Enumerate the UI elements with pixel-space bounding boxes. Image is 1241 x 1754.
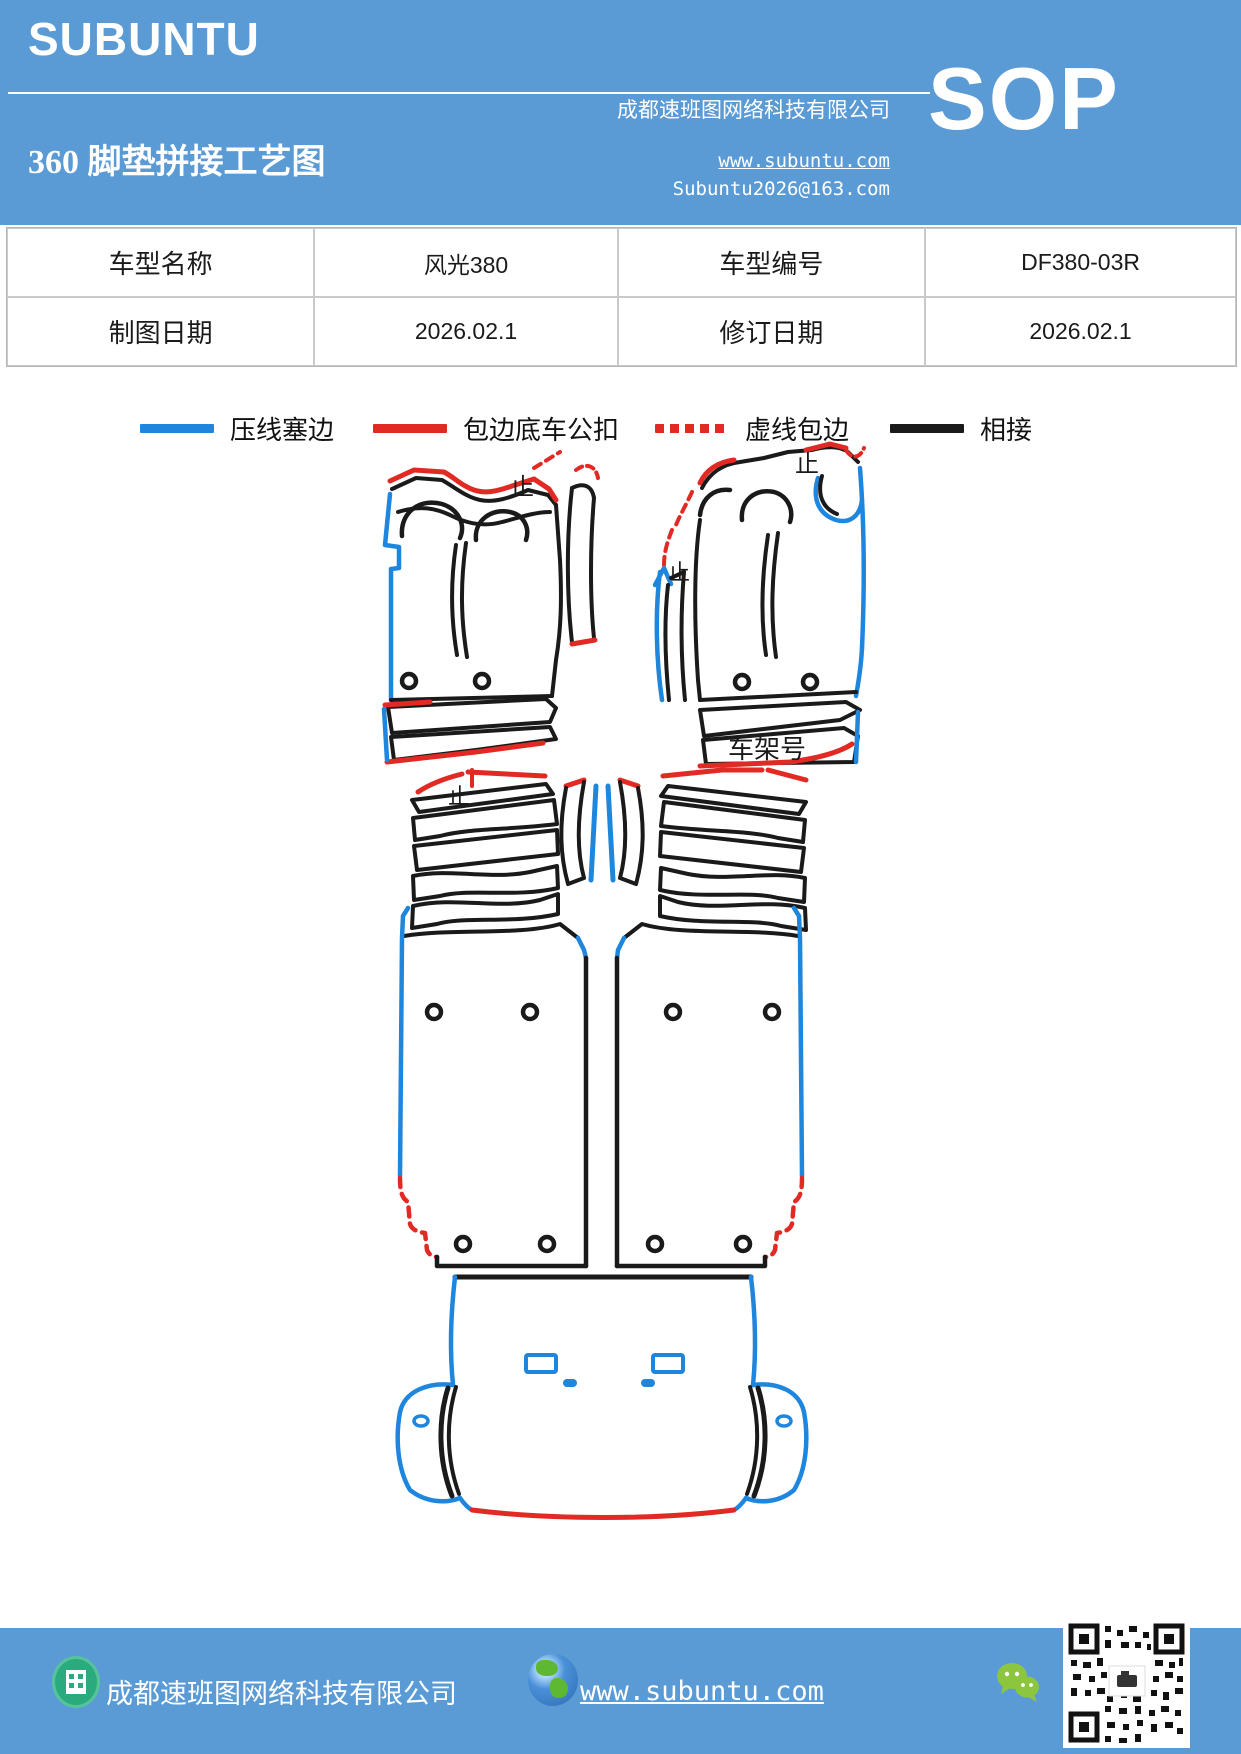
line-type-legend: 压线塞边 包边底车公扣 虚线包边 相接 bbox=[0, 408, 1241, 448]
vehicle-info-table: 车型名称 风光380 车型编号 DF380-03R 制图日期 2026.02.1… bbox=[6, 227, 1237, 367]
globe-icon bbox=[528, 1654, 578, 1706]
stop-mark-2: 止 bbox=[795, 451, 819, 478]
table-cell-revision-date-label: 修订日期 bbox=[617, 297, 926, 366]
header-website-link[interactable]: www.subuntu.com bbox=[718, 150, 890, 172]
front-right-mat: 止 止 车架号 bbox=[652, 441, 866, 769]
legend-label: 虚线包边 bbox=[745, 415, 850, 445]
frame-number-label: 车架号 bbox=[728, 735, 806, 764]
stop-mark-4: 止 bbox=[448, 784, 470, 809]
footer: 成都速班图网络科技有限公司 www.subuntu.com bbox=[0, 1618, 1241, 1754]
header-divider bbox=[8, 92, 930, 94]
blue-line-swatch bbox=[140, 423, 214, 433]
rear-mat-top-strips: 止 bbox=[410, 767, 809, 932]
table-cell-model-name-value: 风光380 bbox=[314, 228, 618, 297]
legend-label: 压线塞边 bbox=[230, 415, 335, 445]
red-dotted-line-swatch bbox=[655, 423, 729, 433]
black-line-swatch bbox=[890, 423, 964, 433]
brand-logo: SUBUNTU bbox=[28, 13, 260, 65]
header: SUBUNTU 360 脚垫拼接工艺图 成都速班图网络科技有限公司 www.su… bbox=[0, 0, 1241, 225]
table-cell-draw-date-label: 制图日期 bbox=[7, 297, 315, 366]
red-line-swatch bbox=[373, 423, 447, 433]
stop-mark-1: 止 bbox=[510, 474, 534, 501]
front-left-mat: 止 bbox=[381, 450, 600, 765]
qr-code bbox=[1063, 1618, 1190, 1748]
footer-company-name: 成都速班图网络科技有限公司 bbox=[106, 1679, 457, 1709]
table-cell-model-code-value: DF380-03R bbox=[925, 228, 1236, 297]
building-glyph bbox=[66, 1670, 86, 1694]
legend-item-bound-edge: 包边底车公扣 bbox=[373, 408, 619, 448]
wechat-icon bbox=[997, 1663, 1039, 1702]
table-cell-revision-date-value: 2026.02.1 bbox=[925, 297, 1236, 366]
trunk-mat bbox=[395, 1274, 809, 1520]
sop-badge: SOP bbox=[928, 49, 1120, 148]
header-company-name: 成都速班图网络科技有限公司 bbox=[617, 98, 890, 122]
table-cell-model-code-label: 车型编号 bbox=[617, 228, 926, 297]
footer-website-link[interactable]: www.subuntu.com bbox=[580, 1676, 824, 1707]
company-building-icon bbox=[52, 1656, 100, 1708]
page-title: 360 脚垫拼接工艺图 bbox=[28, 144, 326, 181]
legend-item-press-edge: 压线塞边 bbox=[140, 408, 334, 448]
legend-label: 包边底车公扣 bbox=[463, 415, 620, 445]
table-cell-draw-date-value: 2026.02.1 bbox=[314, 297, 618, 366]
globe-land-shape bbox=[536, 1660, 558, 1676]
rear-mat-panels bbox=[397, 905, 805, 1269]
legend-label: 相接 bbox=[980, 415, 1033, 445]
legend-item-dashed-edge: 虚线包边 bbox=[655, 408, 849, 448]
globe-land-shape bbox=[550, 1678, 568, 1698]
legend-item-join: 相接 bbox=[890, 408, 1032, 448]
table-cell-model-name-label: 车型名称 bbox=[7, 228, 315, 297]
qr-code-pattern bbox=[1068, 1623, 1185, 1743]
header-email: Subuntu2026@163.com bbox=[672, 178, 890, 200]
